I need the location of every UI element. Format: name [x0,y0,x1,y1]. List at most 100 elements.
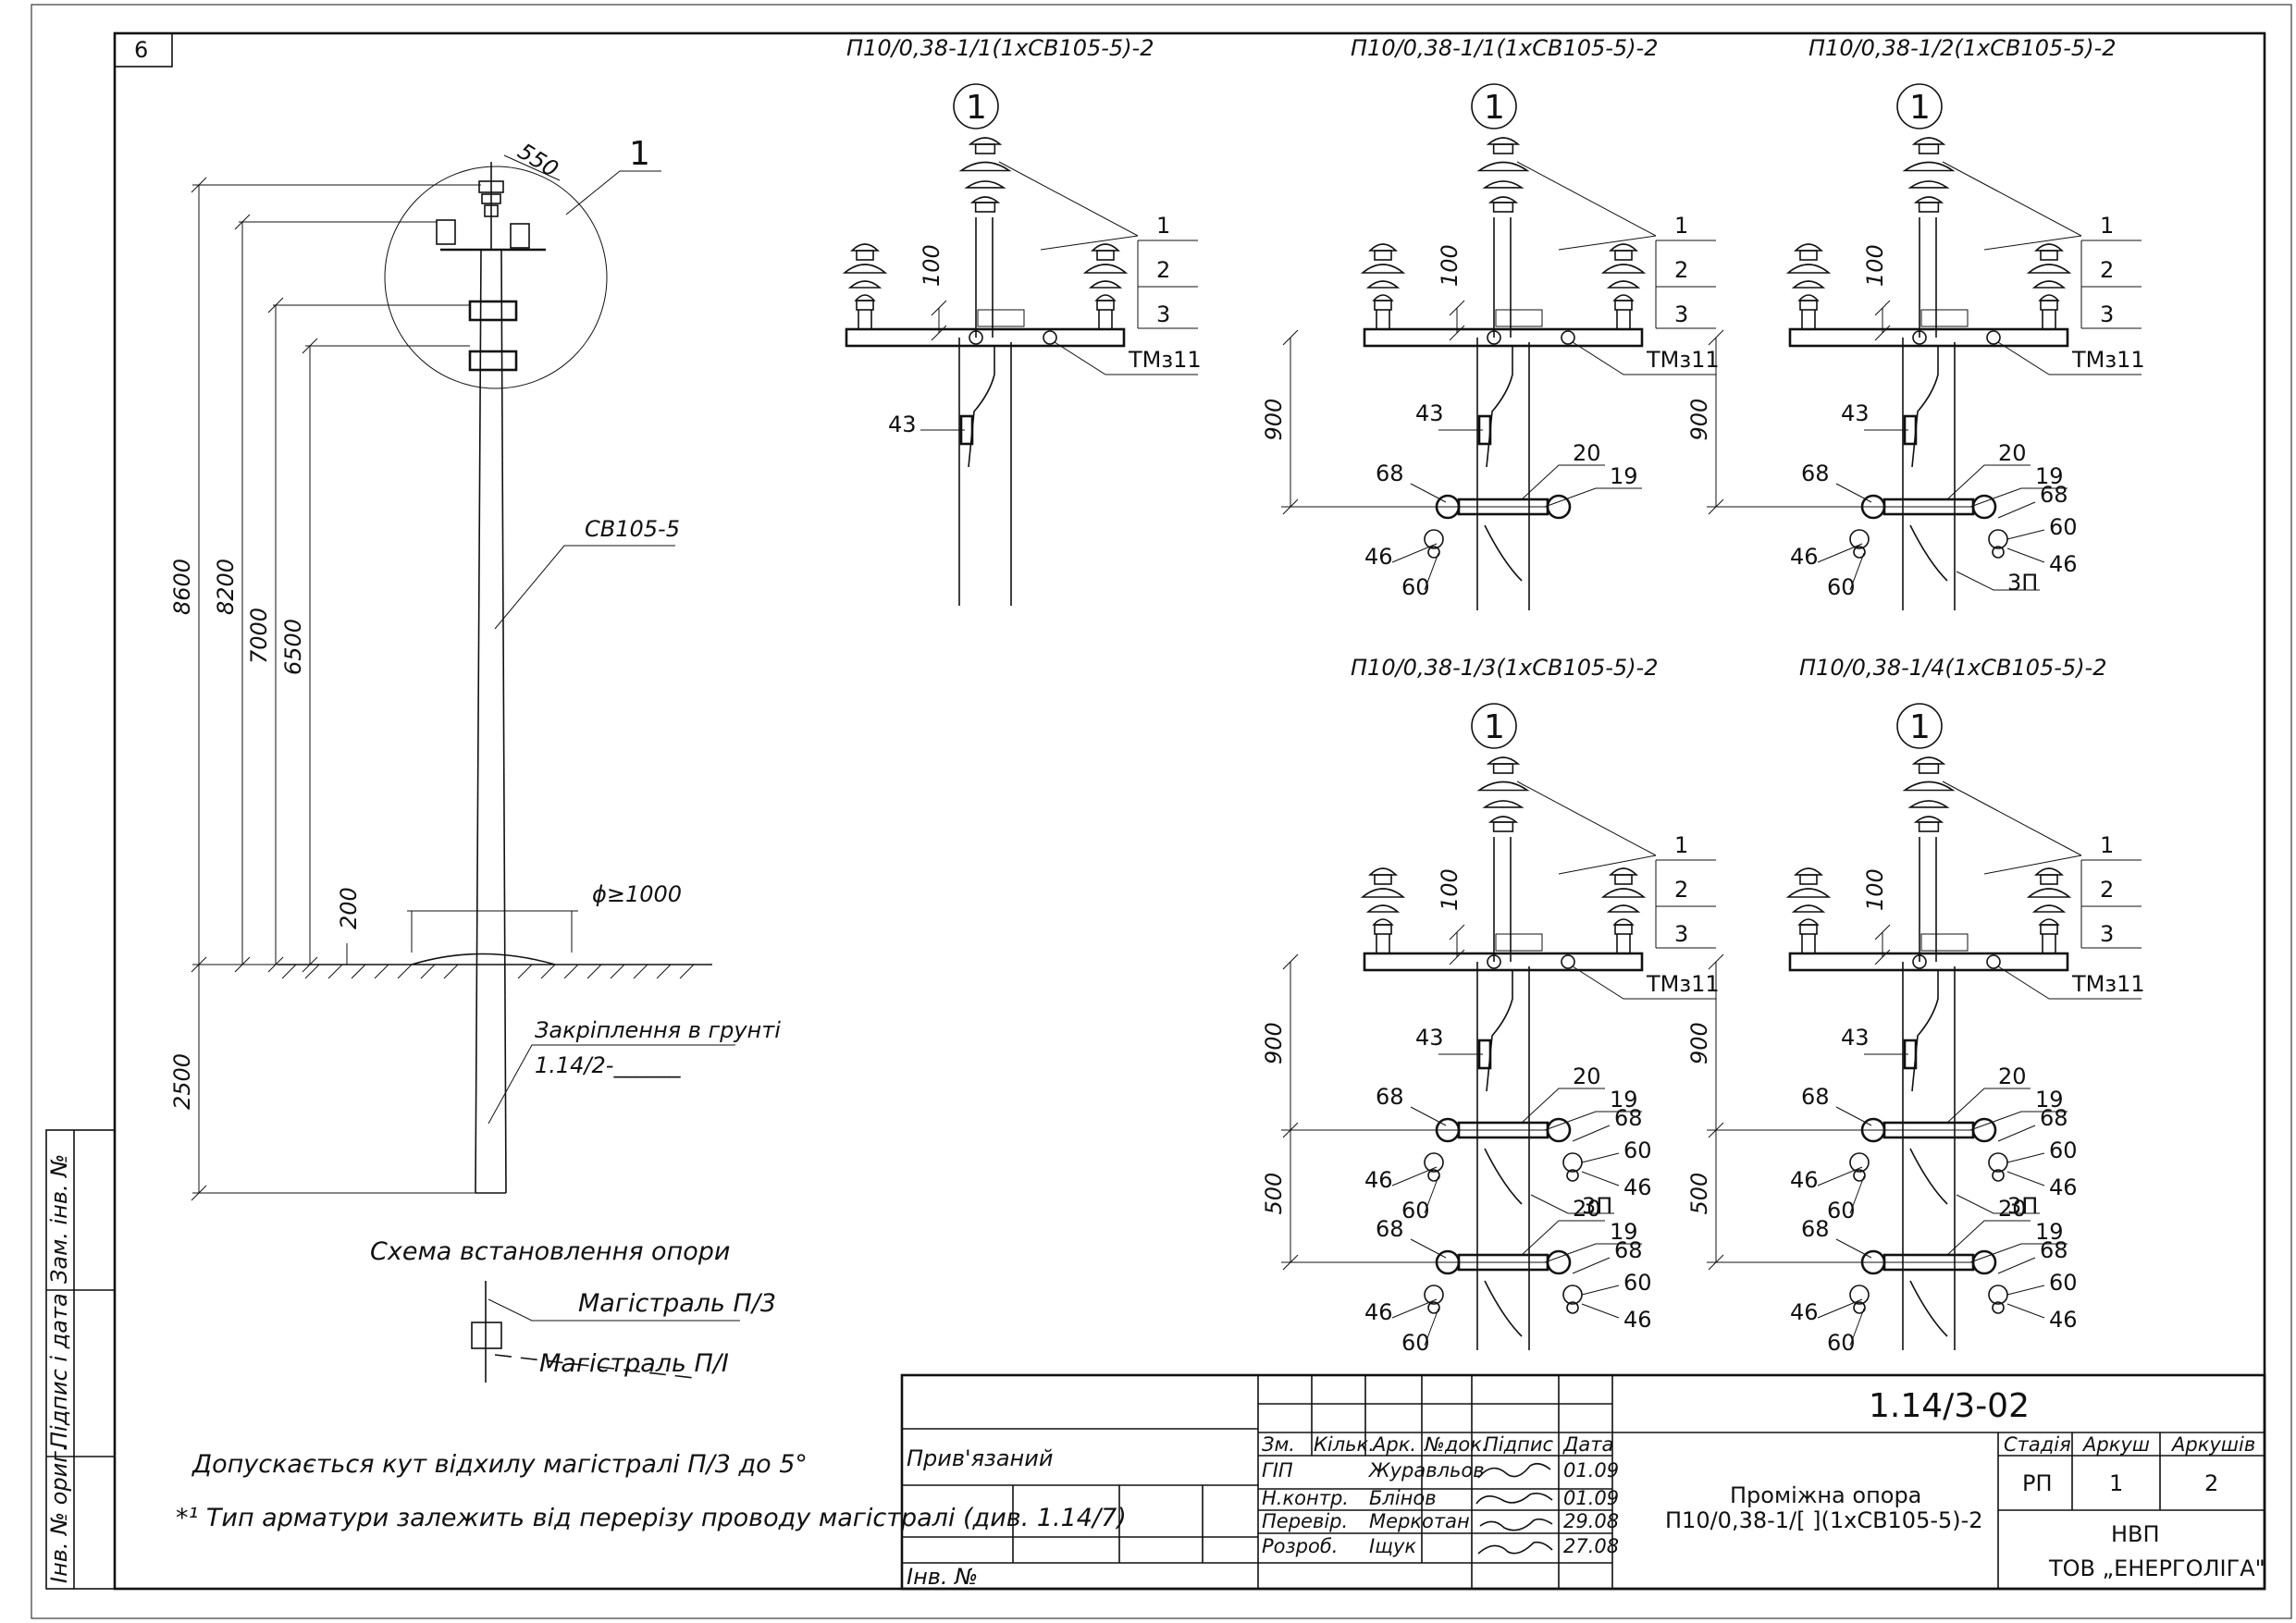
part-19: 19 [2035,463,2064,489]
part-46-right: 46 [2049,1174,2078,1200]
part-60: 60 [1401,1330,1430,1356]
part-19: 19 [2035,1219,2064,1245]
sheet-corner-number: 6 [134,37,148,63]
organization-line-1: НВП [2111,1521,2160,1547]
scheme-secondary-line: Магістраль П/І [539,1349,729,1378]
variant-title: П10/0,38-1/2(1хСВ105-5)-2 [1808,35,2116,61]
leader-2: 2 [2100,257,2114,283]
hdr-change: Зм. [1262,1433,1295,1456]
dim-100: 100 [1862,244,1888,287]
scheme-main-line: Магістраль П/3 [578,1289,776,1318]
side-stamp-replaced-inv: Зам. інв. № [46,1154,72,1284]
part-46: 46 [1790,544,1819,570]
part-68-right: 68 [1614,1237,1643,1263]
date-norm-control: 01.09 [1563,1487,1619,1509]
variant-3: П10/0,38-1/2(1хСВ105-5)-21100123ТМз11900… [1686,35,2145,610]
dim-8200: 8200 [213,559,239,615]
part-46: 46 [1364,544,1393,570]
part-20: 20 [1998,1064,2027,1089]
leader-1: 1 [1674,832,1688,858]
part-46-right: 46 [1623,1307,1652,1333]
dim-550: 550 [513,138,563,182]
role-norm-control: Н.контр. [1262,1487,1349,1509]
note-1: Допускається кут відхилу магістралі П/3 … [191,1450,808,1479]
detail-circle [384,166,608,389]
leader-2: 2 [1674,257,1688,283]
part-3p: 3П [1582,1193,1612,1219]
name-chief-engineer: Журавльов [1367,1459,1485,1482]
leader-3: 3 [1674,921,1688,947]
part-60-right: 60 [1623,1270,1652,1296]
variant-circle-number: 1 [966,89,987,127]
variant-5: П10/0,38-1/4(1хСВ105-5)-21100123ТМз11900… [1686,655,2145,1356]
scheme-title: Схема встановлення опори [370,1237,730,1266]
leader-1: 1 [1156,213,1170,239]
dim-2500: 2500 [169,1053,195,1110]
sheet-header: Аркуш [2081,1433,2150,1456]
part-3p: 3П [2007,1193,2038,1219]
variant-title: П10/0,38-1/1(1хСВ105-5)-2 [846,35,1154,61]
crossarm-label: ТМз11 [2071,971,2145,997]
variant-title: П10/0,38-1/1(1хСВ105-5)-2 [1351,35,1658,61]
part-20: 20 [1573,1196,1601,1222]
part-20: 20 [1998,1196,2027,1222]
part-43: 43 [1415,1025,1444,1051]
description-line-1: Проміжна опора [1730,1482,1921,1508]
dim-8600: 8600 [169,559,195,615]
hdr-signature: Підпис [1484,1433,1554,1456]
crossarm-label: ТМз11 [1646,347,1720,373]
title-block: Прив'язаний Інв. № Зм. Кільк. Арк. №док.… [900,1373,2266,1591]
part-19: 19 [2035,1087,2064,1113]
part-43: 43 [1841,400,1870,426]
dim-100: 100 [1437,244,1463,287]
part-60: 60 [1827,574,1856,600]
dim-500: 500 [1686,1173,1712,1215]
part-60: 60 [1827,1330,1856,1356]
sheet-value: 1 [2109,1470,2123,1496]
sheets-header: Аркушів [2170,1433,2255,1456]
variant-circle-number: 1 [1909,89,1931,127]
notes: Допускається кут відхилу магістралі П/3 … [176,1450,1127,1532]
part-68-right: 68 [1614,1105,1643,1131]
organization-line-2: ТОВ „ЕНЕРГОЛІГА" [2048,1555,2265,1581]
dim-500: 500 [1261,1173,1287,1215]
part-43: 43 [888,412,917,437]
variant-circle-number: 1 [1484,708,1505,746]
part-68: 68 [1801,1216,1830,1242]
sheets-value: 2 [2204,1470,2218,1496]
part-46: 46 [1364,1299,1393,1325]
part-68: 68 [1376,1084,1404,1110]
pole-type-label: СВ105-5 [585,516,680,542]
part-46-right: 46 [2049,551,2078,577]
part-60: 60 [1401,1198,1430,1223]
part-68-right: 68 [2040,1105,2068,1131]
dim-100: 100 [1862,868,1888,911]
part-19: 19 [1610,463,1638,489]
dim-7000: 7000 [246,608,272,664]
hdr-qty: Кільк. [1314,1433,1375,1456]
part-68: 68 [1801,461,1830,486]
pole-overview: 8600 8200 7000 6500 2500 550 1 200 ϕ≥100… [169,135,781,1201]
part-19: 19 [1610,1219,1638,1245]
part-19: 19 [1610,1087,1638,1113]
part-20: 20 [1573,440,1601,466]
leader-3: 3 [2100,301,2114,327]
part-68: 68 [1376,461,1404,486]
dim-900: 900 [1261,1022,1287,1064]
leader-3: 3 [1156,301,1170,327]
hdr-date: Дата [1562,1433,1613,1456]
dim-mound-200: 200 [336,887,362,929]
variant-title: П10/0,38-1/4(1хСВ105-5)-2 [1799,655,2106,681]
dim-900: 900 [1686,399,1712,441]
leader-1: 1 [2100,213,2114,239]
part-43: 43 [1841,1025,1870,1051]
part-43: 43 [1415,400,1444,426]
dim-100: 100 [919,244,944,287]
variant-circle-number: 1 [1484,89,1505,127]
leader-2: 2 [1674,877,1688,903]
part-20: 20 [1998,440,2027,466]
leader-1: 1 [2100,832,2114,858]
leader-1: 1 [1674,213,1688,239]
installation-scheme: Схема встановлення опори Магістраль П/3 … [370,1237,776,1383]
